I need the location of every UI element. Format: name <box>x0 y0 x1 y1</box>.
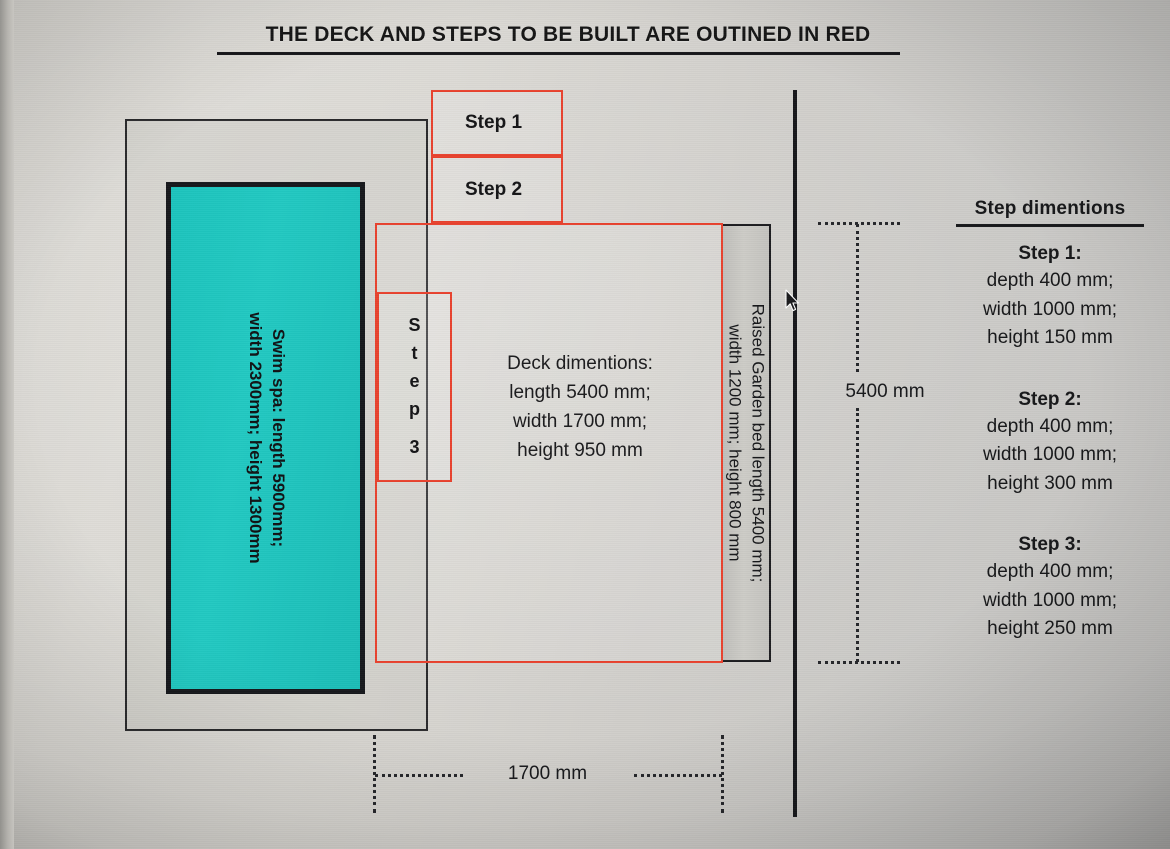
vertical-dimension-bottom-tick <box>818 661 900 664</box>
mouse-pointer-icon <box>785 289 799 312</box>
step-dimensions-group-2-title: Step 2: <box>1018 388 1082 410</box>
deck-dimensions-width: width 1700 mm; <box>512 410 648 432</box>
step-dimensions-group-3-depth: depth 400 mm; <box>986 561 1114 582</box>
swim-spa-rectangle: Swim spa: length 5900mm; width 2300mm; h… <box>166 182 365 694</box>
swim-spa-label-line2: width 2300mm; height 1300mm <box>245 312 265 564</box>
step-dimensions-group-1: Step 1: depth 400 mm; width 1000 mm; hei… <box>940 243 1160 353</box>
deck-dimensions-label: Deck dimentions: length 5400 mm; width 1… <box>430 350 730 466</box>
vertical-dimension-line-lower <box>856 408 859 662</box>
raised-garden-bed-rectangle: Raised Garden bed length 5400 mm; width … <box>723 224 771 662</box>
step-3-letter-e: e <box>409 371 420 392</box>
vertical-dimension-top-tick <box>818 222 900 225</box>
deck-outline-rectangle <box>375 223 723 663</box>
step-1-box: Step 1 <box>431 90 563 156</box>
vertical-dimension-line-upper <box>856 224 859 372</box>
step-dimensions-group-3-height: height 250 mm <box>987 618 1113 639</box>
step-3-letter-p: p <box>409 398 420 419</box>
deck-dimensions-height: height 950 mm <box>517 439 643 461</box>
swim-spa-label: Swim spa: length 5900mm; width 2300mm; h… <box>243 312 289 563</box>
step-dimensions-group-3-width: width 1000 mm; <box>982 589 1118 611</box>
deck-dimensions-length: length 5400 mm; <box>509 381 651 403</box>
raised-garden-bed-label: Raised Garden bed length 5400 mm; width … <box>723 304 770 583</box>
step-dimensions-group-2-depth: depth 400 mm; <box>986 415 1114 437</box>
step-dimensions-group-2-height: height 300 mm <box>987 472 1113 494</box>
horizontal-dimension-label: 1700 mm <box>507 763 588 784</box>
horizontal-dimension-left-tick <box>373 735 376 813</box>
step-dimensions-group-1-depth: depth 400 mm; <box>986 270 1114 291</box>
step-dimensions-panel: Step dimentions Step 1: depth 400 mm; wi… <box>940 198 1160 644</box>
step-3-letter-t: t <box>411 343 418 364</box>
horizontal-dimension-right-tick <box>721 735 724 813</box>
step-dimensions-group-2: Step 2: depth 400 mm; width 1000 mm; hei… <box>940 389 1160 499</box>
raised-garden-bed-label-line1: Raised Garden bed length 5400 mm; <box>748 303 768 583</box>
step-dimensions-group-1-title: Step 1: <box>1018 243 1082 264</box>
step-dimensions-heading: Step dimentions <box>974 198 1126 219</box>
photo-left-edge <box>0 0 14 849</box>
deck-dimensions-heading: Deck dimentions: <box>507 353 653 374</box>
vertical-dimension-label: 5400 mm <box>845 381 925 402</box>
step-3-letter-3: 3 <box>409 436 420 457</box>
raised-garden-bed-label-line2: width 1200 mm; height 800 mm <box>725 324 744 562</box>
step-dimensions-group-2-width: width 1000 mm; <box>982 444 1118 465</box>
step-3-box: S t e p 3 <box>377 292 452 482</box>
fence-boundary-line <box>793 90 797 817</box>
page-title: THE DECK AND STEPS TO BE BUILT ARE OUTIN… <box>265 23 871 46</box>
step-2-box-label: Step 2 <box>465 178 523 200</box>
step-dimensions-group-3: Step 3: depth 400 mm; width 1000 mm; hei… <box>940 534 1160 644</box>
step-2-box: Step 2 <box>431 156 563 223</box>
horizontal-dimension-line-right <box>634 774 722 777</box>
step-3-letter-s: S <box>408 315 421 336</box>
swim-spa-label-line1: Swim spa: length 5900mm; <box>268 328 288 548</box>
step-dimensions-group-1-height: height 150 mm <box>987 327 1113 348</box>
step-dimensions-underline <box>956 224 1144 227</box>
step-dimensions-group-1-width: width 1000 mm; <box>982 298 1118 320</box>
step-dimensions-group-3-title: Step 3: <box>1018 534 1082 555</box>
step-1-box-label: Step 1 <box>465 112 523 133</box>
horizontal-dimension-line-left <box>375 774 463 777</box>
title-underline <box>217 52 900 55</box>
